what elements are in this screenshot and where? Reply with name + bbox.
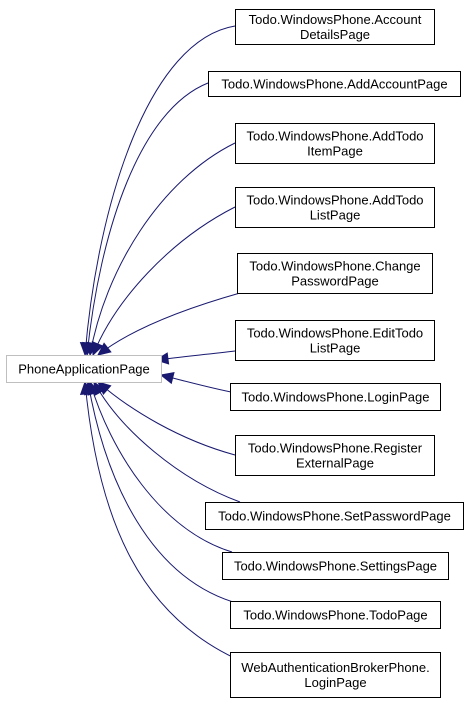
base-class-box — [6, 355, 162, 383]
derived-class-node[interactable]: Todo.WindowsPhone.LoginPage — [230, 383, 441, 411]
inheritance-edge — [97, 292, 241, 356]
inheritance-edge — [84, 381, 249, 665]
derived-class-label: Todo.WindowsPhone.Change — [249, 259, 420, 274]
derived-class-node[interactable]: Todo.WindowsPhone.SetPasswordPage — [205, 502, 464, 530]
derived-class-label: LoginPage — [304, 675, 366, 690]
derived-class-box — [235, 9, 435, 45]
derived-class-box — [222, 552, 449, 580]
inheritance-arrowhead — [79, 380, 93, 396]
derived-class-box — [235, 435, 435, 476]
derived-class-box — [237, 253, 433, 294]
derived-class-box — [235, 123, 435, 164]
base-class-label: PhoneApplicationPage — [18, 362, 150, 377]
derived-class-box — [230, 652, 441, 698]
base-class-node[interactable]: PhoneApplicationPage — [6, 355, 162, 383]
derived-class-label: Todo.WindowsPhone.AddTodo — [246, 129, 423, 144]
inheritance-edge — [89, 142, 236, 356]
derived-class-box — [230, 383, 441, 411]
inheritance-edge — [86, 82, 209, 356]
derived-class-node[interactable]: Todo.WindowsPhone.AddAccountPage — [208, 71, 461, 97]
derived-class-box — [235, 187, 435, 228]
inheritance-edge — [93, 381, 241, 503]
derived-class-label: ExternalPage — [296, 456, 374, 471]
derived-class-label: Todo.WindowsPhone.AddTodo — [246, 193, 423, 208]
derived-class-label: Todo.WindowsPhone.EditTodo — [247, 326, 423, 341]
derived-class-box — [208, 71, 461, 97]
inheritance-edge — [84, 25, 236, 356]
derived-class-label: ListPage — [310, 208, 361, 223]
derived-class-label: Todo.WindowsPhone.Account — [249, 12, 422, 27]
derived-class-label: Todo.WindowsPhone.Register — [248, 441, 423, 456]
derived-class-node[interactable]: Todo.WindowsPhone.SettingsPage — [222, 552, 449, 580]
inheritance-arrowhead — [159, 371, 175, 385]
derived-class-box — [235, 320, 435, 361]
derived-class-label: ItemPage — [307, 144, 363, 159]
derived-class-label: Todo.WindowsPhone.AddAccountPage — [221, 77, 447, 92]
inheritance-edge — [87, 381, 241, 605]
inheritance-edge — [92, 206, 236, 356]
derived-class-node[interactable]: Todo.WindowsPhone.TodoPage — [230, 601, 441, 629]
derived-class-label: PasswordPage — [291, 274, 378, 289]
derived-class-label: ListPage — [310, 341, 361, 356]
inheritance-edge — [89, 381, 233, 553]
inheritance-edge — [97, 381, 236, 456]
inheritance-edges — [79, 25, 249, 665]
derived-class-box — [205, 502, 464, 530]
derived-class-label: WebAuthenticationBrokerPhone. — [241, 660, 429, 675]
derived-class-label: DetailsPage — [300, 27, 370, 42]
derived-class-label: Todo.WindowsPhone.TodoPage — [243, 608, 427, 623]
derived-class-label: Todo.WindowsPhone.SettingsPage — [234, 559, 437, 574]
derived-class-node[interactable]: WebAuthenticationBrokerPhone.LoginPage — [230, 652, 441, 698]
derived-class-label: Todo.WindowsPhone.SetPasswordPage — [218, 509, 451, 524]
derived-class-box — [230, 601, 441, 629]
inheritance-arrowhead — [91, 341, 104, 357]
inheritance-arrowhead — [97, 342, 112, 356]
class-nodes: PhoneApplicationPage Todo.WindowsPhone.Ac… — [6, 9, 464, 698]
derived-class-label: Todo.WindowsPhone.LoginPage — [242, 390, 430, 405]
